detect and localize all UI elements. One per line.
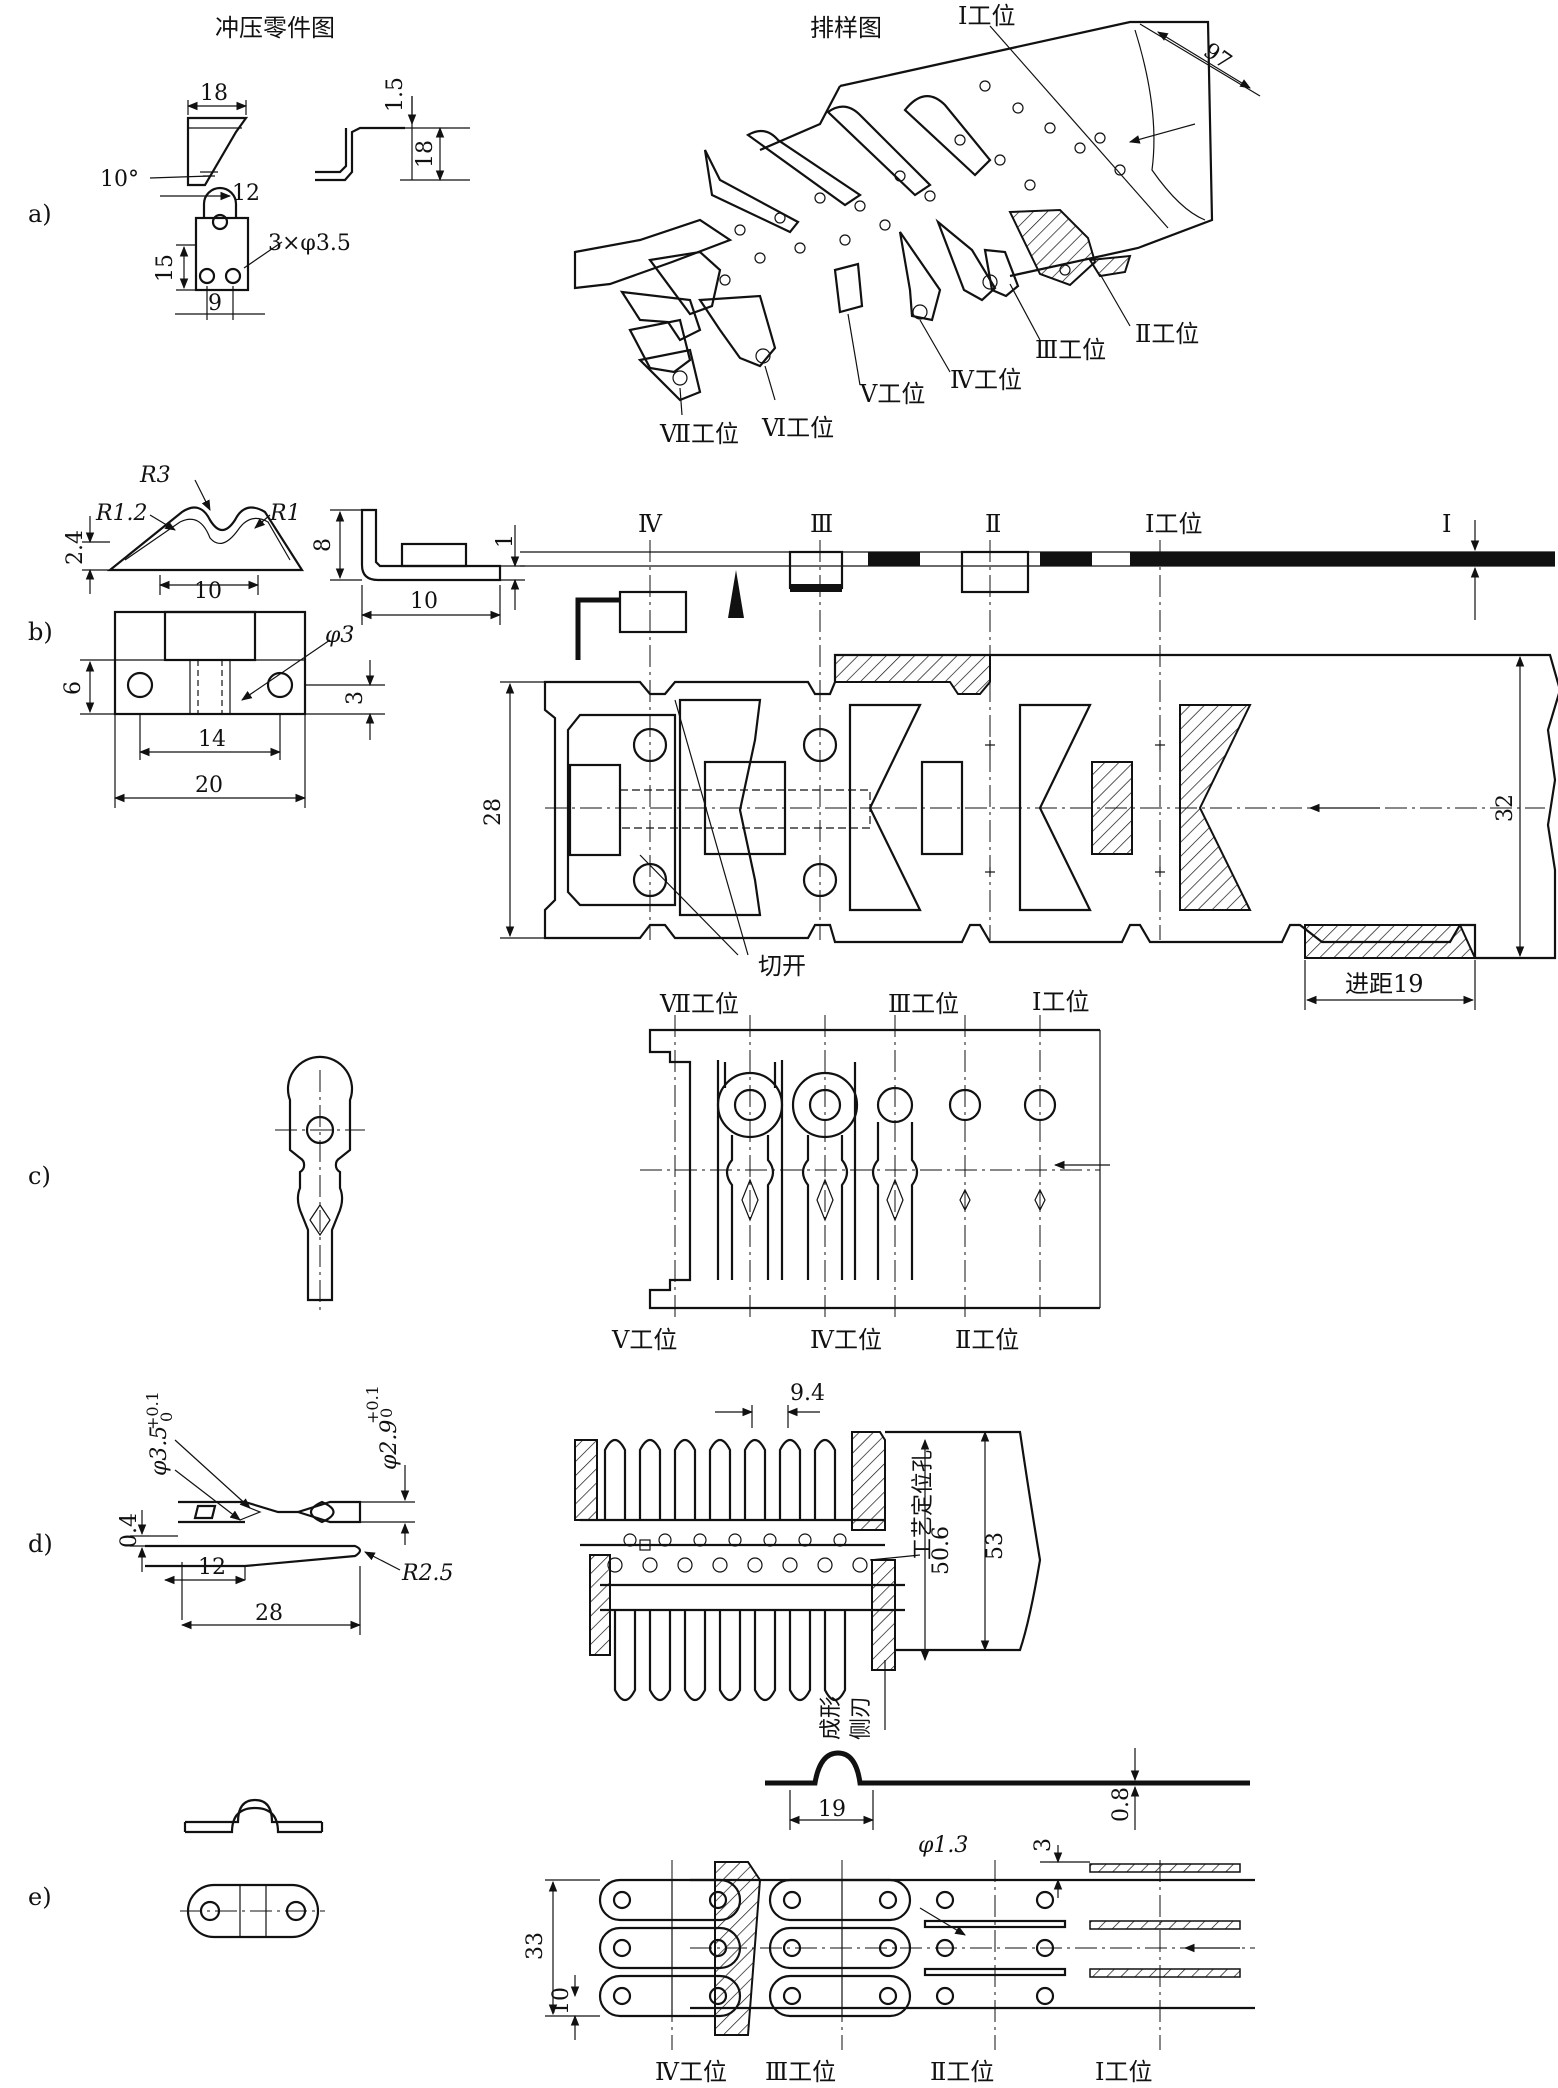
layout-c-strip bbox=[640, 1015, 1110, 1320]
layout-c-bottom-station-2: Ⅱ工位 bbox=[955, 1326, 1019, 1354]
layout-e-station-3: Ⅲ工位 bbox=[765, 2058, 836, 2086]
layout-a-dim-97: 97 bbox=[1199, 38, 1236, 75]
row-label-c: c) bbox=[28, 1162, 51, 1190]
part-d-dim: 0 bbox=[377, 1408, 396, 1418]
part-a-dim: 12 bbox=[232, 181, 260, 206]
layout-a-station-2: Ⅱ工位 bbox=[1135, 320, 1199, 348]
layout-b-mark-3: Ⅲ bbox=[810, 510, 833, 538]
part-b-dim: 1 bbox=[493, 534, 518, 548]
part-b-drawing bbox=[80, 479, 525, 808]
layout-a-strip bbox=[573, 20, 1261, 416]
part-b-dim: 3 bbox=[343, 691, 368, 705]
part-a-dim: 3×φ3.5 bbox=[268, 231, 351, 256]
layout-e-strip-plan bbox=[545, 1845, 1255, 2050]
layout-c-top-station-1: Ⅰ工位 bbox=[1032, 988, 1089, 1016]
part-b-dim: 14 bbox=[198, 727, 226, 752]
layout-a-station-7: Ⅶ工位 bbox=[659, 420, 739, 448]
layout-e-dim-0-8: 0.8 bbox=[1109, 1787, 1134, 1822]
part-d-dim: 0 bbox=[157, 1412, 176, 1422]
part-b-dim: 2.4 bbox=[63, 530, 88, 565]
layout-b-dim-28: 28 bbox=[481, 798, 506, 826]
layout-e-dim-3: 3 bbox=[1031, 1838, 1056, 1852]
layout-c-bottom-station-5: Ⅴ工位 bbox=[611, 1326, 677, 1354]
part-b-dim: 10 bbox=[194, 579, 222, 604]
layout-d-note-forming: 成形 bbox=[819, 1696, 844, 1740]
layout-b-dim-32: 32 bbox=[1493, 794, 1518, 822]
layout-a-station-3: Ⅲ工位 bbox=[1035, 336, 1106, 364]
layout-e-dim-10: 10 bbox=[549, 1987, 574, 2015]
part-a-dim: 18 bbox=[200, 81, 228, 106]
layout-a-station-6: Ⅵ工位 bbox=[761, 414, 834, 442]
layout-e-dim-phi-1-3: φ1.3 bbox=[918, 1833, 968, 1858]
layout-d-dim-53: 53 bbox=[983, 1532, 1008, 1560]
layout-a-station-4: Ⅳ工位 bbox=[950, 366, 1022, 394]
layout-d-note-side-blade: 侧刃 bbox=[849, 1696, 874, 1740]
part-a-dim: 15 bbox=[153, 254, 178, 282]
layout-b-cut-note: 切开 bbox=[758, 952, 806, 980]
part-a-dim: 18 bbox=[413, 140, 438, 168]
layout-b-mark-1-station: Ⅰ工位 bbox=[1145, 510, 1202, 538]
part-d-dim: 12 bbox=[198, 1555, 226, 1580]
layout-d-note-pilot-hole: 工艺定位孔 bbox=[911, 1450, 936, 1560]
part-b-dim: R1.2 bbox=[95, 501, 148, 526]
layout-c-bottom-station-4: Ⅳ工位 bbox=[810, 1326, 882, 1354]
layout-e-station-4: Ⅳ工位 bbox=[655, 2058, 727, 2086]
row-label-e: e) bbox=[28, 1883, 52, 1911]
layout-b-mark-2: Ⅱ bbox=[985, 510, 1001, 538]
row-label-a: a) bbox=[28, 200, 52, 228]
layout-a-station-5: Ⅴ工位 bbox=[859, 380, 925, 408]
part-b-dim: φ3 bbox=[325, 623, 354, 648]
part-c-drawing bbox=[275, 1055, 365, 1310]
layout-c-top-station-3: Ⅲ工位 bbox=[888, 990, 959, 1018]
layout-b-mark-4: Ⅳ bbox=[638, 510, 663, 538]
part-a-drawing bbox=[149, 96, 470, 320]
layout-b-pitch: 进距19 bbox=[1345, 970, 1424, 998]
layout-e-strip-side bbox=[765, 1748, 1250, 1830]
part-d-dim: 28 bbox=[255, 1601, 283, 1626]
part-a-dim: 10° bbox=[100, 167, 139, 192]
layout-c-top-station-7: Ⅶ工位 bbox=[659, 990, 739, 1018]
part-d-dim: φ2.9 bbox=[377, 1420, 402, 1470]
layout-e-dim-19: 19 bbox=[818, 1797, 846, 1822]
part-a-dim: 9 bbox=[208, 291, 222, 316]
part-b-dim: 6 bbox=[61, 681, 86, 695]
layout-d-dim-9-4: 9.4 bbox=[790, 1381, 825, 1406]
layout-b-strip-side bbox=[520, 520, 1555, 660]
part-b-dim: 8 bbox=[311, 538, 336, 552]
part-d-dim: +0.1 bbox=[143, 1391, 162, 1430]
part-d-drawing bbox=[130, 1439, 415, 1635]
row-label-b: b) bbox=[28, 618, 53, 646]
layout-e-station-2: Ⅱ工位 bbox=[930, 2058, 994, 2086]
part-b-dim: 10 bbox=[410, 589, 438, 614]
part-b-dim: 20 bbox=[195, 773, 223, 798]
layout-e-station-1: Ⅰ工位 bbox=[1095, 2058, 1152, 2086]
part-d-dim: +0.1 bbox=[363, 1385, 382, 1424]
part-d-dim: φ3.5 bbox=[147, 1426, 172, 1476]
layout-b-strip-plan bbox=[500, 540, 1558, 1010]
part-d-dim: 0.4 bbox=[117, 1513, 142, 1548]
part-b-dim: R1 bbox=[269, 501, 301, 526]
part-b-dim: R3 bbox=[139, 463, 171, 488]
layout-d-dim-50-6: 50.6 bbox=[929, 1526, 954, 1575]
part-a-dim: 1.5 bbox=[383, 77, 408, 112]
layout-e-dim-33: 33 bbox=[523, 1932, 548, 1960]
part-d-dim: R2.5 bbox=[401, 1561, 454, 1586]
header-layout-drawing: 排样图 bbox=[810, 14, 882, 42]
layout-b-mark-1: Ⅰ bbox=[1442, 510, 1451, 538]
layout-a-station-1: Ⅰ工位 bbox=[958, 2, 1015, 30]
header-part-drawing: 冲压零件图 bbox=[215, 14, 335, 42]
row-label-d: d) bbox=[28, 1530, 53, 1558]
part-e-drawing bbox=[180, 1798, 325, 1939]
layout-d-strip bbox=[574, 1405, 1042, 1730]
